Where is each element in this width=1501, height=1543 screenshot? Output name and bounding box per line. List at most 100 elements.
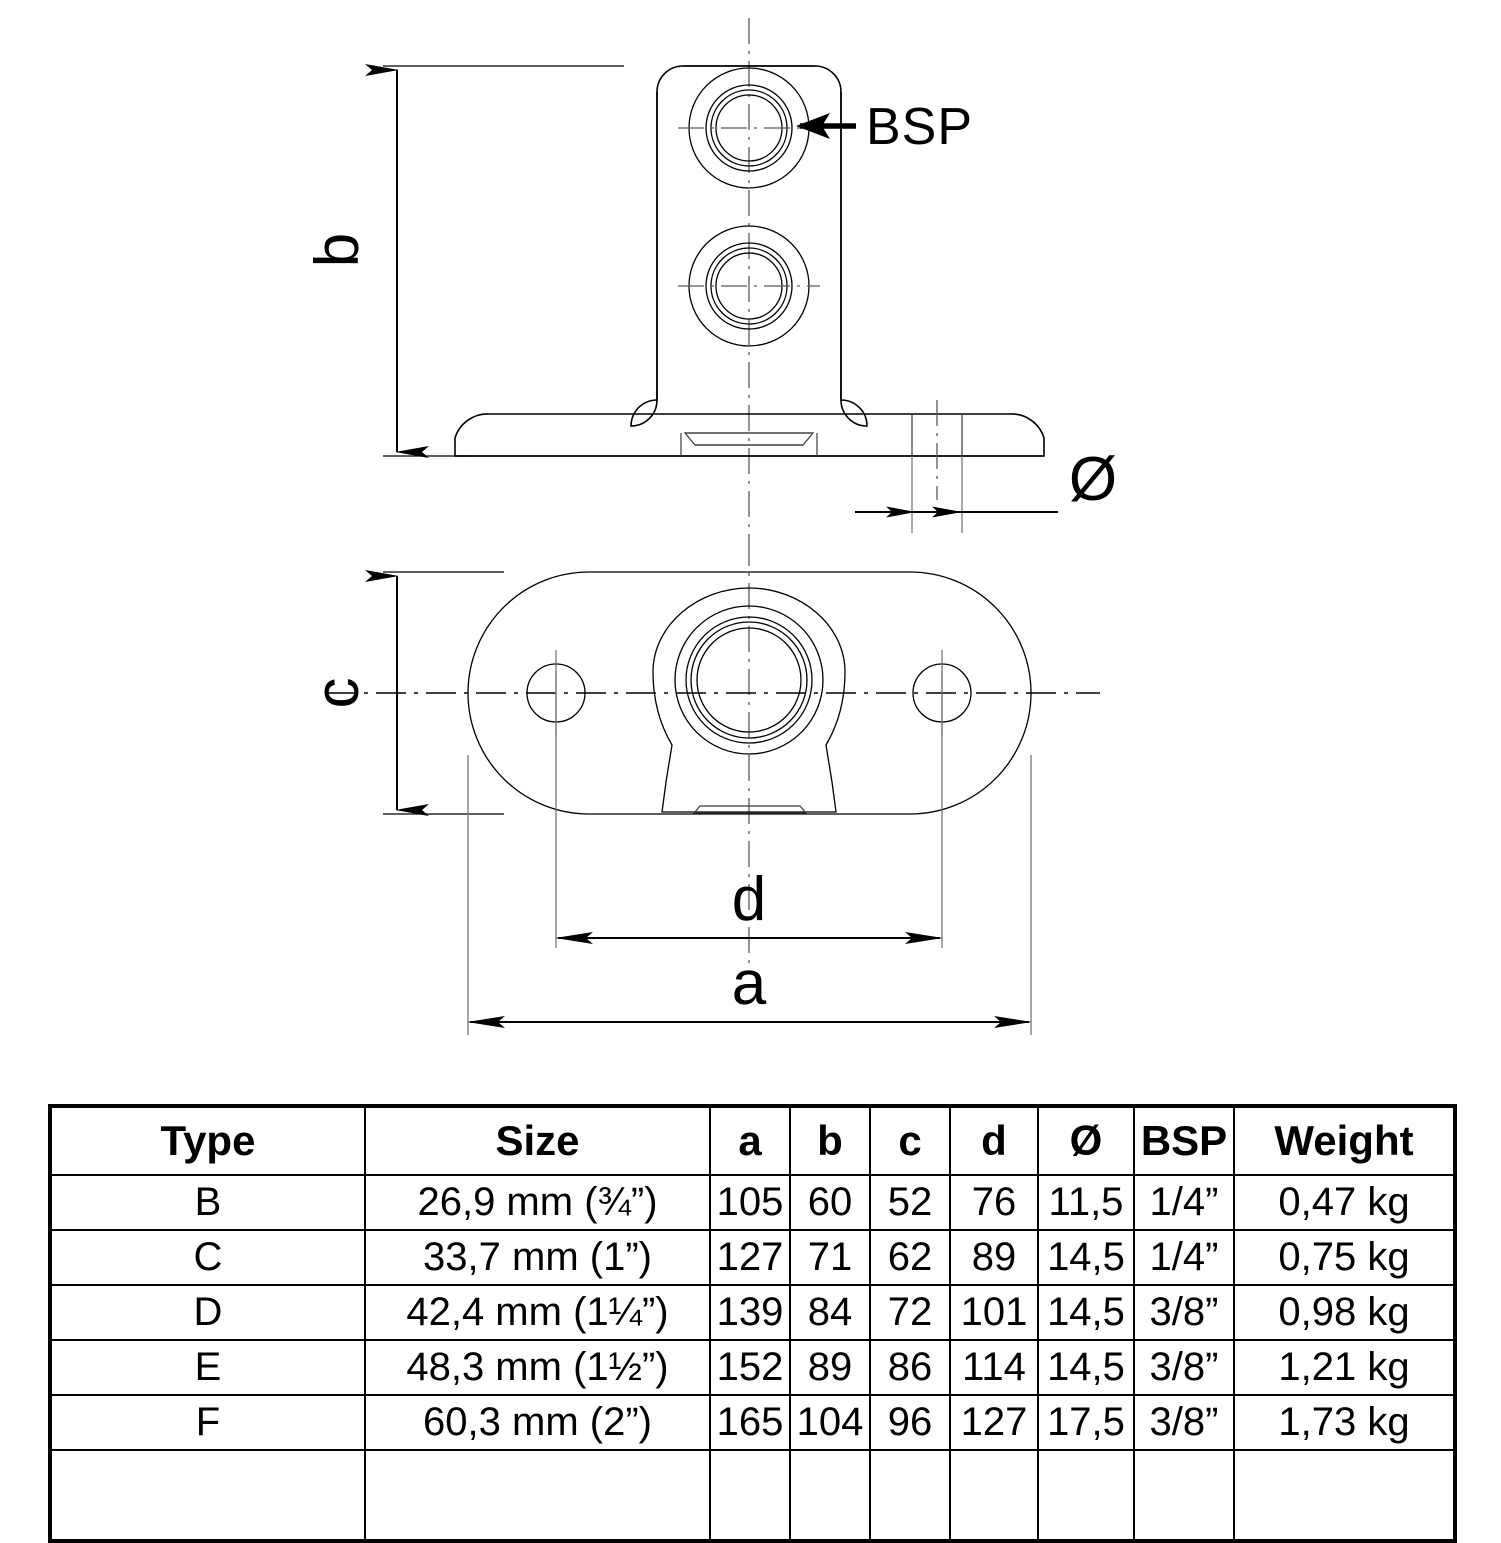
cell-empty [364,1449,711,1542]
boss-thread-outer [705,84,793,172]
table-header-row: Type Size a b c d Ø BSP Weight [49,1105,1456,1176]
cell-d: 101 [949,1284,1039,1341]
socket-bore-circle [696,627,802,733]
cell-b: 60 [789,1174,871,1231]
cell-b: 71 [789,1229,871,1286]
header-diameter: Ø [1037,1105,1135,1176]
cell-c: 72 [869,1284,951,1341]
cell-type: C [49,1229,366,1286]
cell-size: 48,3 mm (1½”) [364,1339,711,1396]
cell-c: 86 [869,1339,951,1396]
table-row: C 33,7 mm (1”) 127 71 62 89 14,5 1/4” 0,… [49,1229,1456,1286]
cell-d: 89 [949,1229,1039,1286]
cell-bsp: 3/8” [1133,1394,1235,1451]
cell-weight: 1,73 kg [1233,1394,1456,1451]
header-type: Type [49,1105,366,1176]
header-d: d [949,1105,1039,1176]
base-plate-elevation [454,399,1045,457]
cell-c: 52 [869,1174,951,1231]
socket-thread-circle-b [690,621,808,739]
cell-bsp: 1/4” [1133,1229,1235,1286]
header-bsp: BSP [1133,1105,1235,1176]
technical-drawing: b Ø BSP [303,18,1117,1035]
cell-type: D [49,1284,366,1341]
cell-empty [1233,1449,1456,1542]
header-b: b [789,1105,871,1176]
cell-size: 33,7 mm (1”) [364,1229,711,1286]
cell-type: F [49,1394,366,1451]
cell-bsp: 1/4” [1133,1174,1235,1231]
cell-empty [1037,1449,1135,1542]
boss2-thread-outer [705,242,793,330]
cell-a: 152 [709,1339,791,1396]
cell-diameter: 17,5 [1037,1394,1135,1451]
cell-empty [49,1449,366,1542]
header-weight: Weight [1233,1105,1456,1176]
dimension-b: b [303,64,624,458]
cell-type: B [49,1174,366,1231]
dim-b-label: b [303,233,372,267]
cell-d: 114 [949,1339,1039,1396]
spec-table-container: Type Size a b c d Ø BSP Weight B 26,9 mm… [48,1104,1457,1543]
cell-weight: 1,21 kg [1233,1339,1456,1396]
elevation-view: b Ø BSP [303,18,1117,540]
cell-size: 26,9 mm (¾”) [364,1174,711,1231]
socket-outer-circle [674,605,824,755]
dimension-a: a [467,755,1032,1035]
cell-d: 127 [949,1394,1039,1451]
fillet-right [840,399,868,427]
cell-diameter: 14,5 [1037,1339,1135,1396]
cell-size: 60,3 mm (2”) [364,1394,711,1451]
socket-thread-circle-a [685,616,813,744]
bsp-callout: BSP [796,98,973,156]
cell-c: 96 [869,1394,951,1451]
header-a: a [709,1105,791,1176]
boss-foot-recess [692,805,808,814]
cell-bsp: 3/8” [1133,1339,1235,1396]
cell-diameter: 14,5 [1037,1284,1135,1341]
dimension-c: c [303,570,504,816]
dim-d-label: d [732,865,766,934]
cell-diameter: 11,5 [1037,1174,1135,1231]
cell-a: 127 [709,1229,791,1286]
base-plate-profile [454,413,1045,457]
dim-c-label: c [303,678,372,709]
cell-a: 165 [709,1394,791,1451]
bsp-callout-label: BSP [866,98,973,156]
central-socket-boss [652,587,846,814]
table-row: D 42,4 mm (1¼”) 139 84 72 101 14,5 3/8” … [49,1284,1456,1341]
lower-bsp-boss [678,225,820,347]
table-body: B 26,9 mm (¾”) 105 60 52 76 11,5 1/4” 0,… [49,1174,1456,1542]
cell-b: 104 [789,1394,871,1451]
cell-empty [789,1449,871,1542]
cell-b: 89 [789,1339,871,1396]
drawing-canvas: b Ø BSP [303,18,1117,1035]
cell-type: E [49,1339,366,1396]
cell-empty [949,1449,1039,1542]
header-c: c [869,1105,951,1176]
dimension-diameter: Ø [855,445,1117,533]
table-row: B 26,9 mm (¾”) 105 60 52 76 11,5 1/4” 0,… [49,1174,1456,1231]
table-row-empty [49,1449,1456,1542]
cell-c: 62 [869,1229,951,1286]
cell-d: 76 [949,1174,1039,1231]
base-plate-plan-outline [467,571,1032,815]
table-row: E 48,3 mm (1½”) 152 89 86 114 14,5 3/8” … [49,1339,1456,1396]
cell-a: 105 [709,1174,791,1231]
cell-a: 139 [709,1284,791,1341]
specification-table: Type Size a b c d Ø BSP Weight B 26,9 mm… [48,1104,1457,1543]
cell-weight: 0,75 kg [1233,1229,1456,1286]
cell-empty [869,1449,951,1542]
cell-b: 84 [789,1284,871,1341]
dimension-d: d [555,670,943,948]
boss-body-outline [652,587,846,813]
cell-bsp: 3/8” [1133,1284,1235,1341]
cell-empty [709,1449,791,1542]
cell-weight: 0,98 kg [1233,1284,1456,1341]
cell-empty [1133,1449,1235,1542]
table-row: F 60,3 mm (2”) 165 104 96 127 17,5 3/8” … [49,1394,1456,1451]
dim-diameter-label: Ø [1069,445,1117,514]
plan-view: c d a [303,540,1100,1035]
dim-a-label: a [732,949,767,1018]
cell-diameter: 14,5 [1037,1229,1135,1286]
